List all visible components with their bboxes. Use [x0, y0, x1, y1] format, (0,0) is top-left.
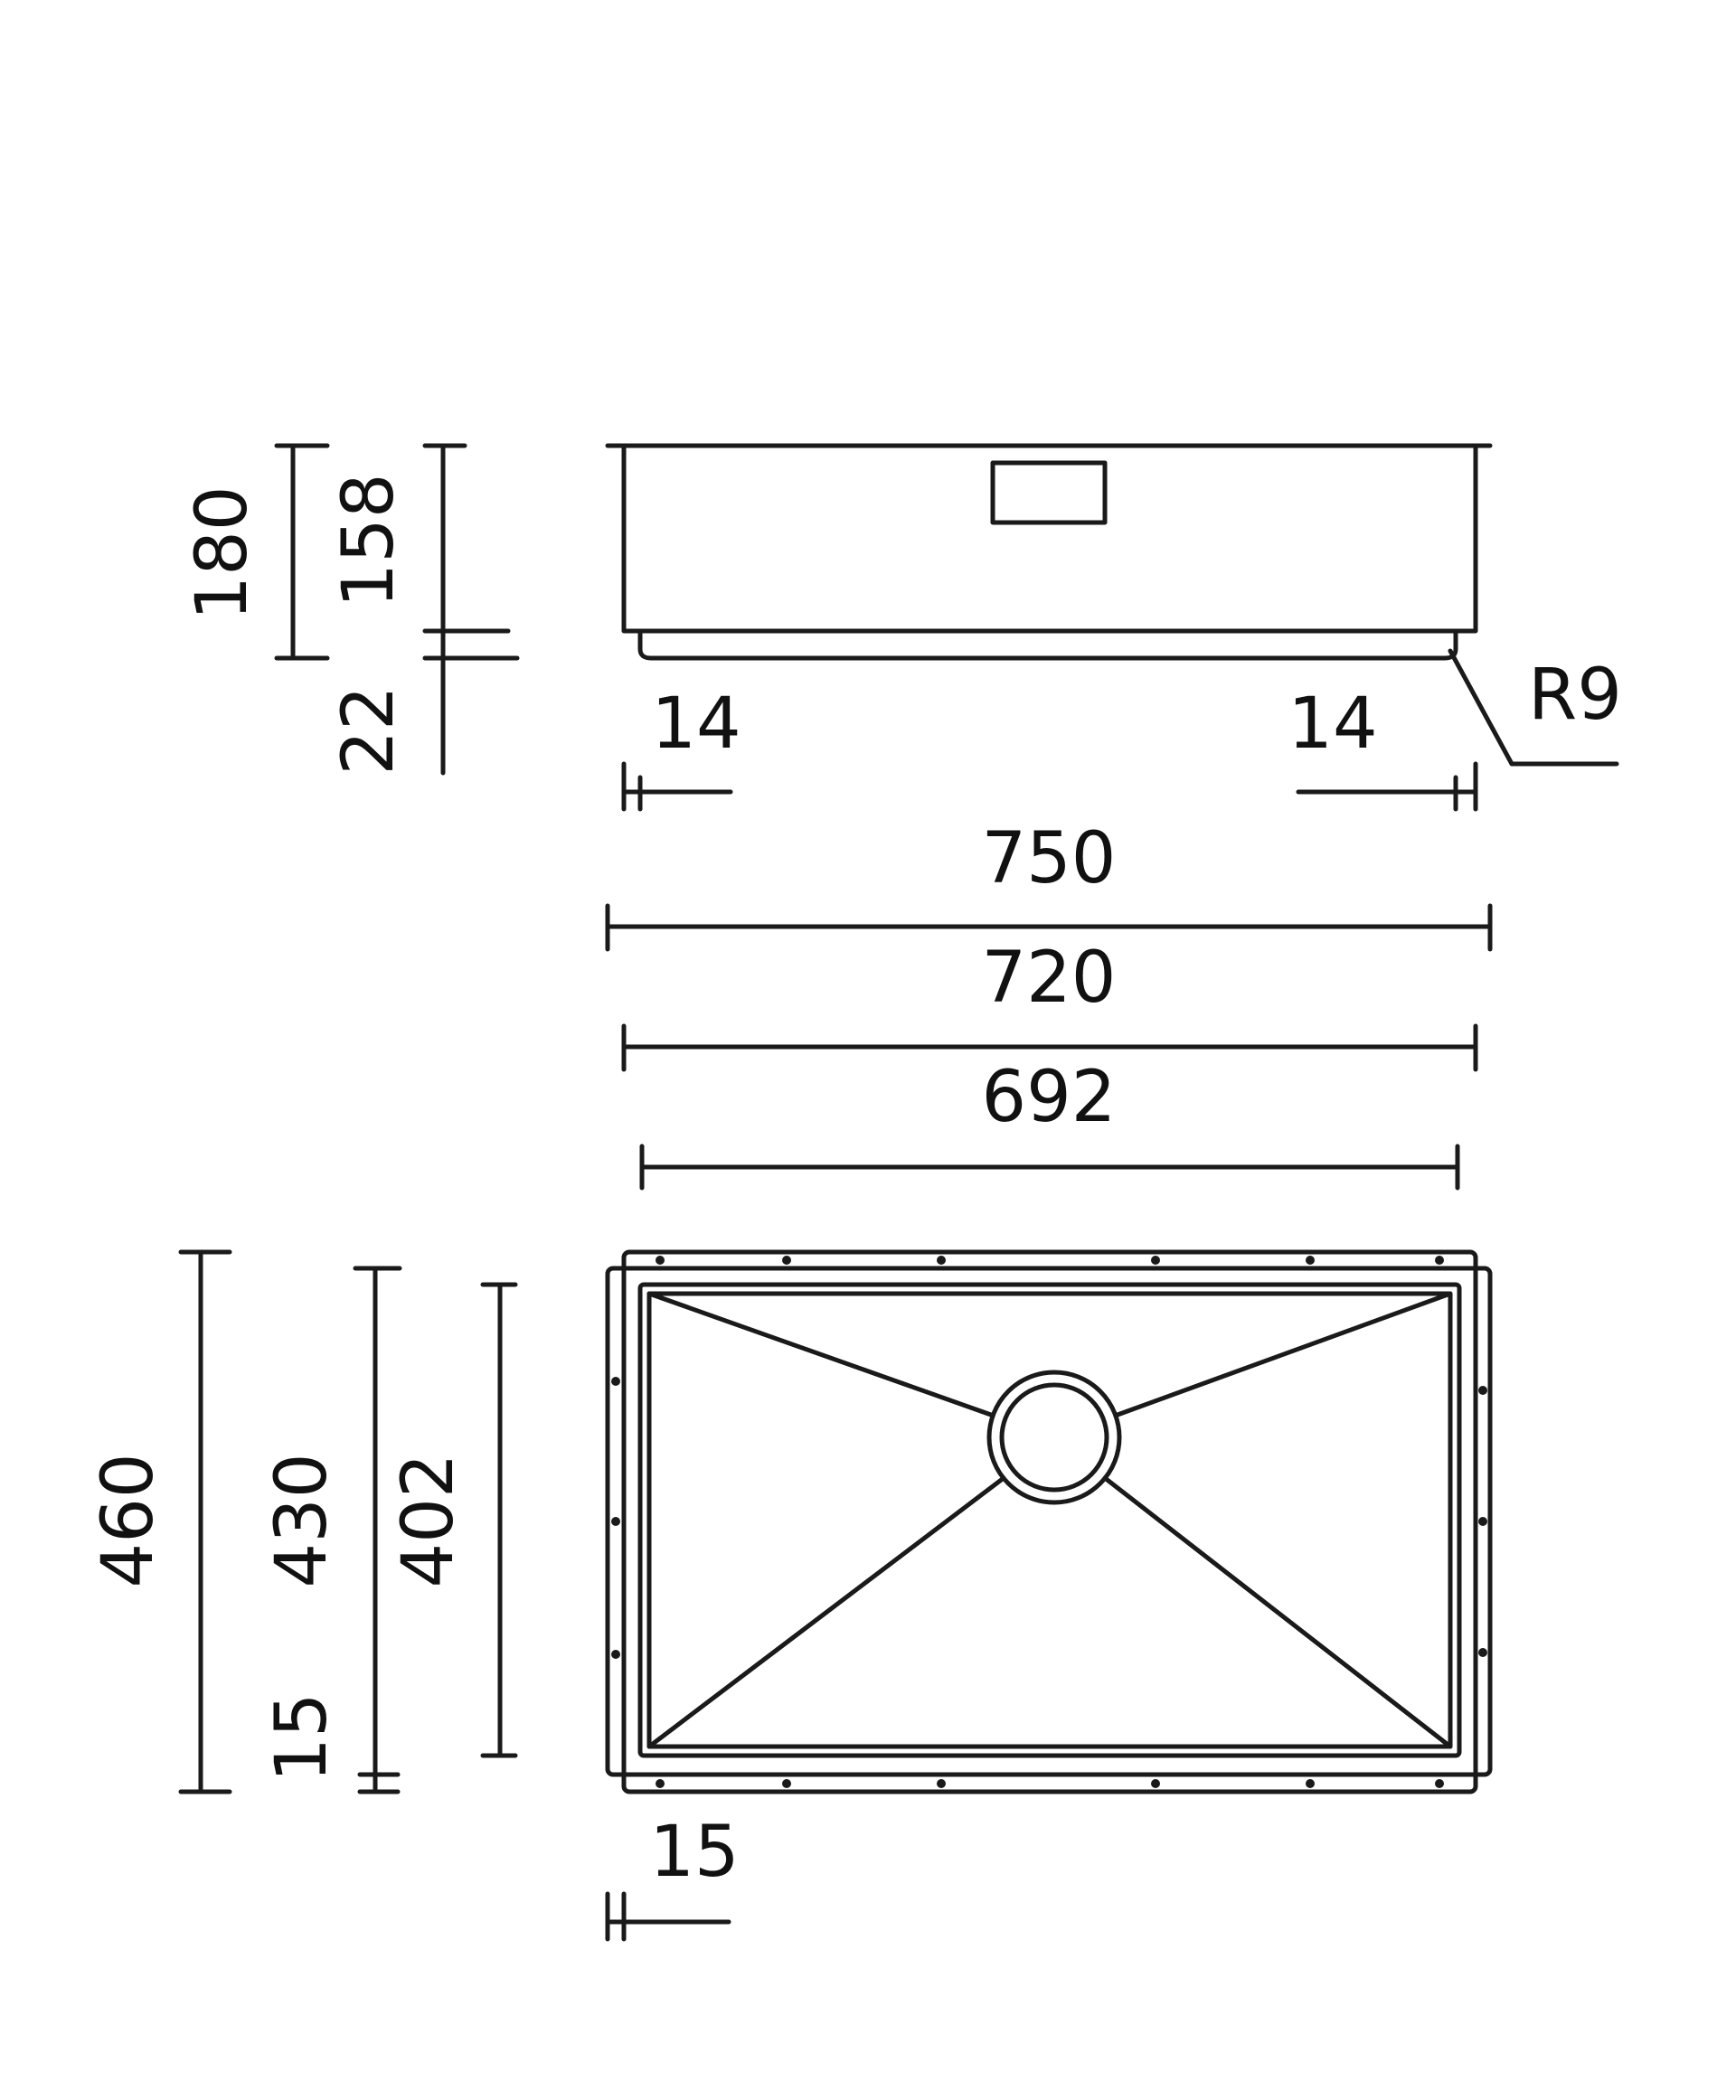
side-bowl-outline	[621, 443, 1478, 634]
mounting-holes-right	[1478, 1386, 1487, 1657]
mount-hole	[1478, 1386, 1487, 1395]
drain-line-top-right	[1115, 1291, 1453, 1417]
mount-hole	[782, 1779, 791, 1788]
drain-inner-circle-icon	[999, 1382, 1109, 1493]
mount-hole	[611, 1517, 620, 1526]
plan-bowl-inner	[646, 1291, 1453, 1749]
mounting-holes-left	[611, 1377, 620, 1659]
dim-15-side-label: 15	[261, 1692, 343, 1782]
dim-22-label: 22	[328, 685, 410, 775]
mount-hole	[656, 1256, 665, 1265]
dim-14-left-label: 14	[651, 683, 741, 765]
mount-hole	[1435, 1256, 1444, 1265]
plan-bowl-outer	[637, 1282, 1462, 1758]
plan-flange-side	[605, 1266, 1493, 1777]
dim-15-bottom-label: 15	[649, 1812, 739, 1893]
drain-outer-circle-icon	[986, 1370, 1122, 1505]
mount-hole	[1306, 1256, 1315, 1265]
mount-hole	[1151, 1256, 1160, 1265]
plan-view: 460 430 15 402 15	[88, 1249, 1493, 1942]
plan-flange-outer	[621, 1249, 1478, 1794]
dim-750-label: 750	[982, 818, 1117, 899]
mount-hole	[611, 1377, 620, 1386]
dim-460-label: 460	[88, 1454, 169, 1588]
dim-158-label: 158	[328, 474, 410, 608]
r9-label: R9	[1528, 654, 1622, 736]
mount-hole	[782, 1256, 791, 1265]
drain-line-bottom-left	[646, 1475, 1006, 1749]
overflow-slot-icon	[990, 460, 1108, 525]
side-view: R9 180 158 22 14 14	[182, 443, 1622, 812]
width-dimensions: 750 720 692	[605, 818, 1493, 1191]
mount-hole	[937, 1256, 946, 1265]
drain-line-top-left	[646, 1291, 994, 1417]
mount-hole	[1151, 1779, 1160, 1788]
mount-hole	[1306, 1779, 1315, 1788]
dim-720-label: 720	[982, 937, 1117, 1019]
mount-hole	[937, 1779, 946, 1788]
mount-hole	[1478, 1517, 1487, 1526]
dim-402-label: 402	[388, 1454, 469, 1588]
mount-hole	[1435, 1779, 1444, 1788]
mount-hole	[1478, 1648, 1487, 1657]
mounting-holes-top	[656, 1256, 1444, 1265]
mounting-holes-bottom	[656, 1779, 1444, 1788]
mount-hole	[656, 1779, 665, 1788]
dim-692-label: 692	[982, 1057, 1117, 1138]
side-bowl-bottom-rim	[637, 628, 1458, 661]
mount-hole	[611, 1650, 620, 1659]
dim-14-right-label: 14	[1288, 683, 1377, 765]
drain-line-bottom-right	[1102, 1475, 1453, 1749]
r9-leader-line	[1448, 648, 1619, 767]
dim-430-label: 430	[261, 1454, 343, 1588]
dim-180-label: 180	[182, 486, 263, 621]
